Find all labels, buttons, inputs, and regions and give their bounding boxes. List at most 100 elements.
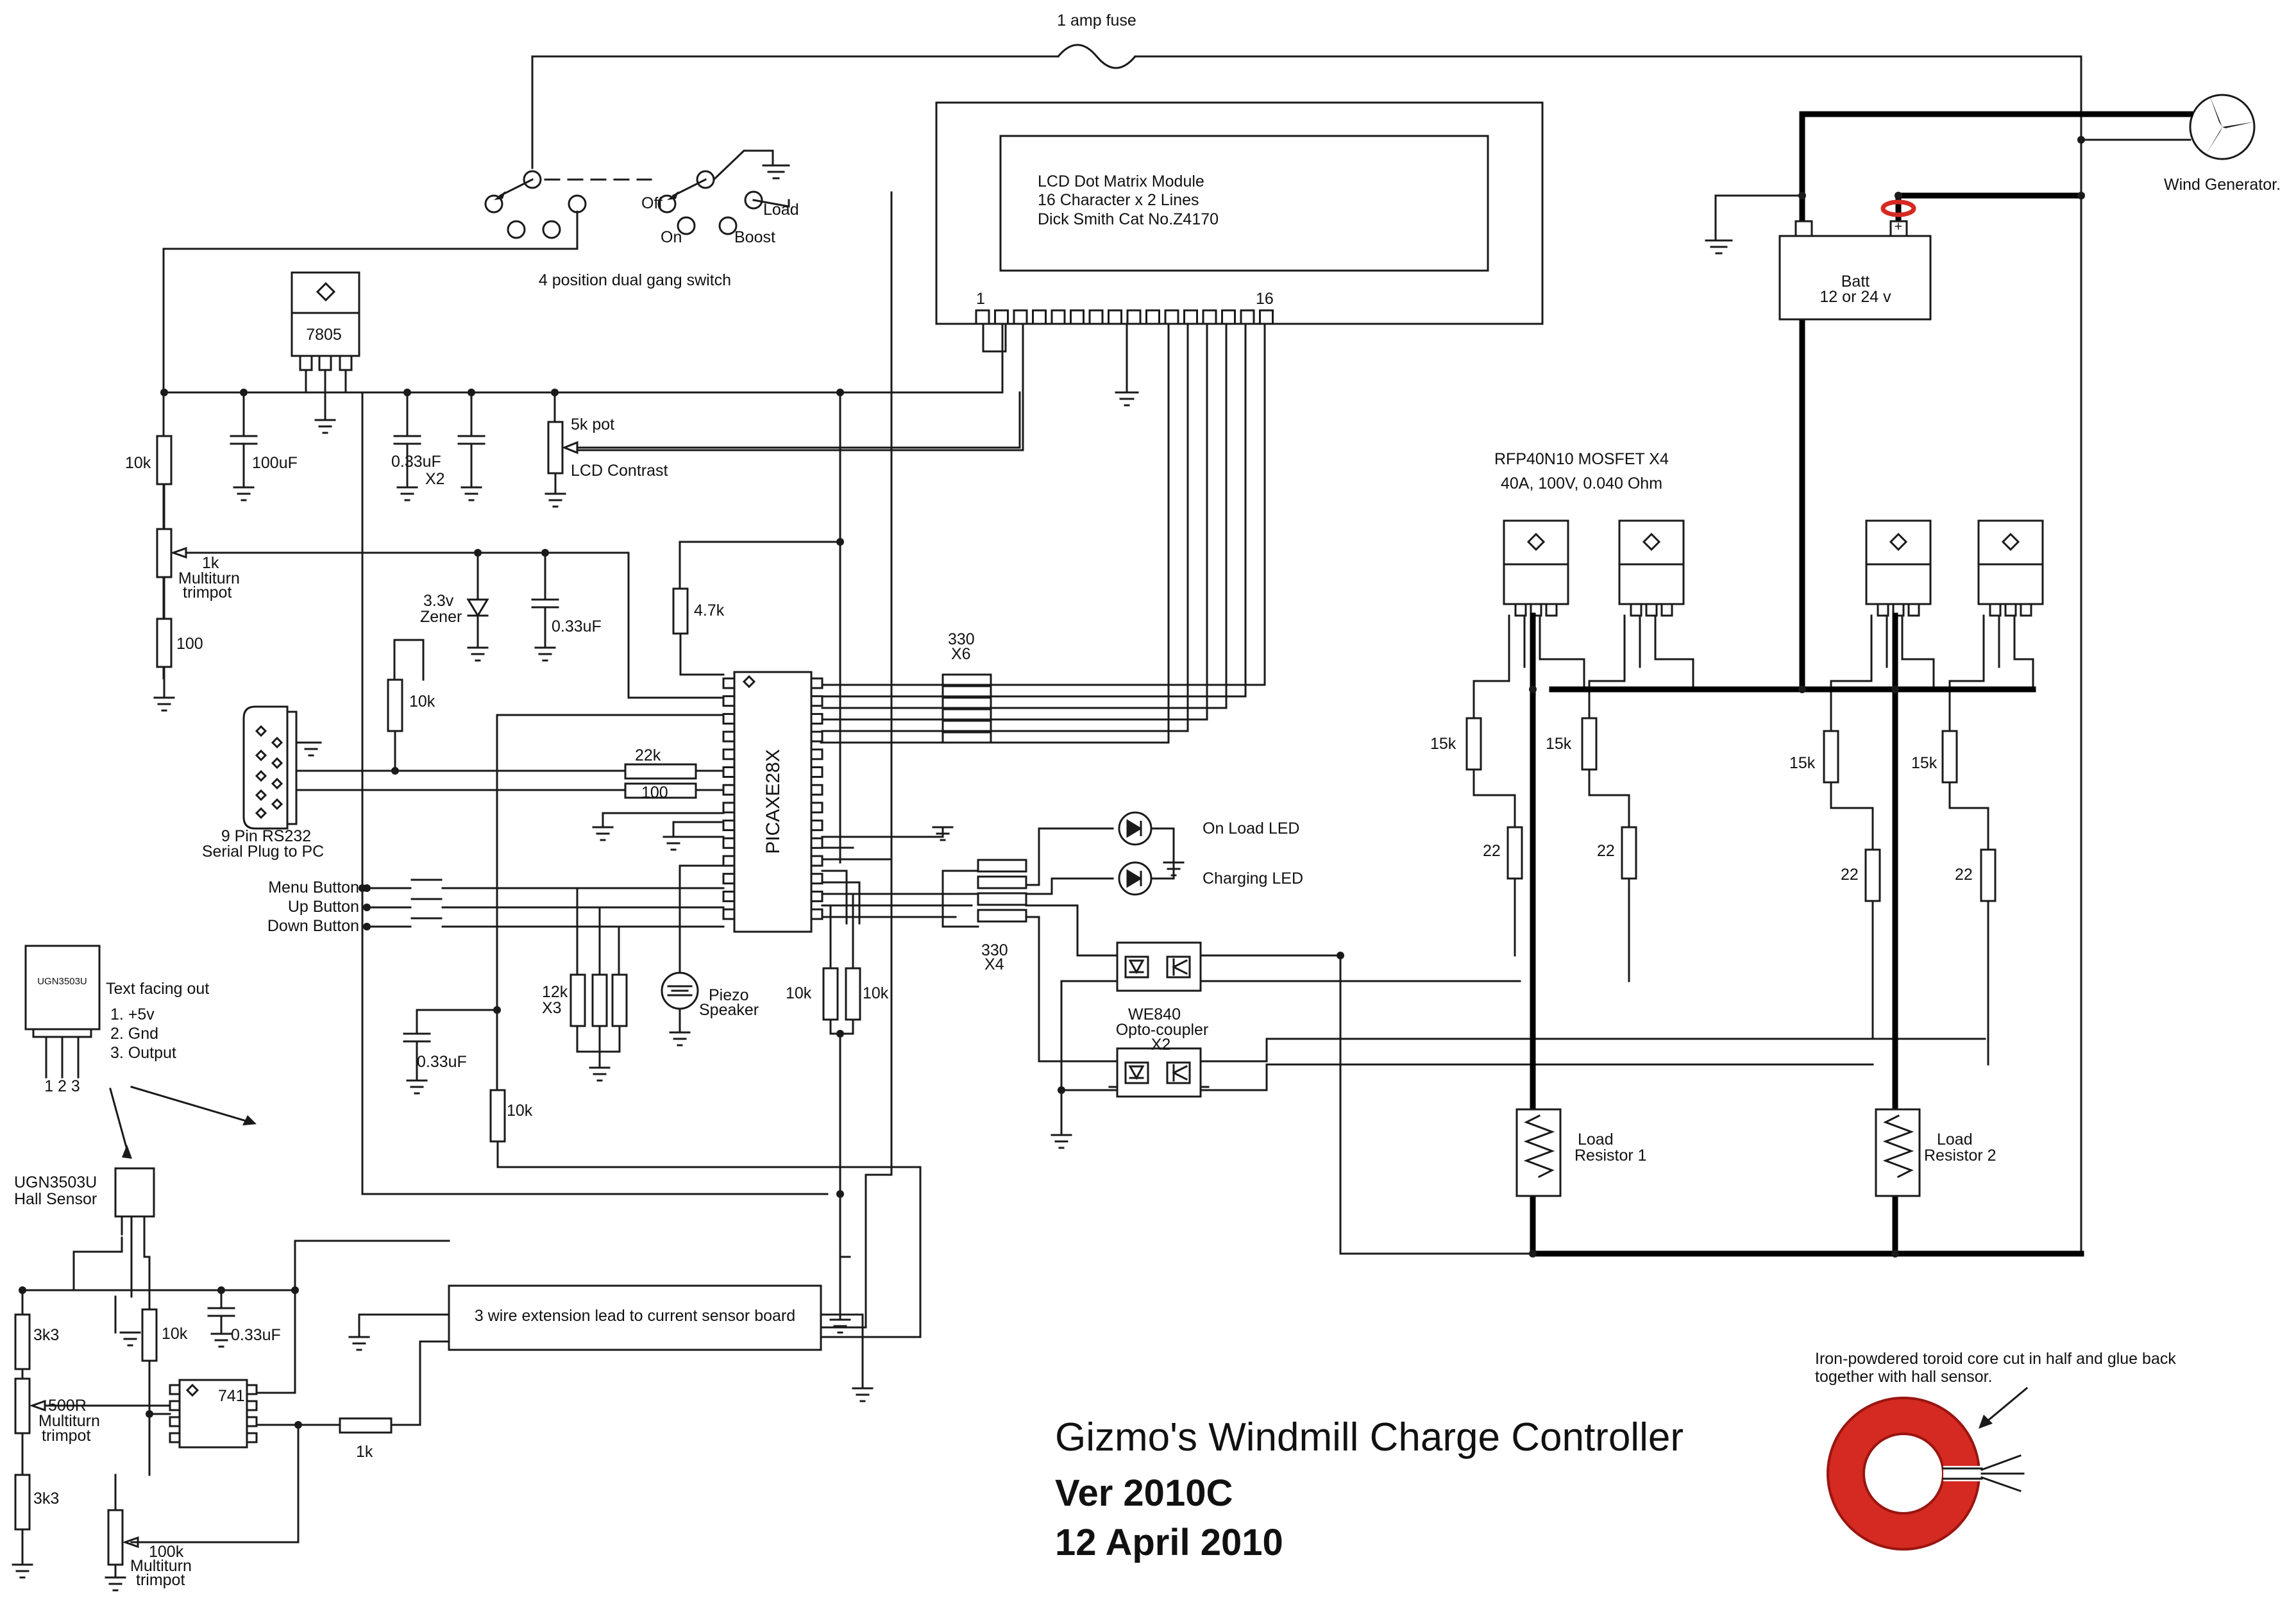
load2-l2: Resistor 2 (1924, 1147, 1996, 1165)
r6-resistor (941, 685, 992, 698)
gate-r15k (1465, 717, 1482, 771)
button-up[interactable]: Up Button (288, 898, 359, 916)
serial-pin-marker (271, 777, 283, 790)
divider-trim-l1: Multiturn (178, 569, 240, 587)
picaxe-pin-left (722, 855, 736, 867)
lcd-module: LCD Dot Matrix Module 16 Character x 2 L… (165, 101, 1544, 744)
gate-r22 (1980, 848, 1996, 902)
serial-pin-marker (255, 789, 267, 802)
gate-r15k-label: 15k (1546, 735, 1572, 753)
r4-resistor (977, 875, 1027, 889)
r4-value: 330 (981, 941, 1008, 959)
lcd-pin (1145, 309, 1160, 325)
junction-dot (836, 1030, 844, 1038)
switch-pos-off: Off (641, 194, 663, 212)
voltage-divider: 10k 1k Multiturn trimpot 100 (125, 391, 725, 712)
extension-lead: 3 wire extension lead to current sensor … (348, 844, 893, 1402)
serial-pin-marker (255, 725, 267, 737)
title-date: 12 April 2010 (1055, 1522, 1283, 1563)
btn-r-value: 12k (542, 983, 568, 1001)
gate-r15k-label: 15k (1789, 754, 1816, 772)
picaxe-pin-right (810, 873, 823, 885)
amp-r3k3-bottom: 3k3 (33, 1490, 59, 1508)
lcd-pin (1126, 309, 1142, 325)
op-amp-section: 3k3 500R Multiturn trimpot 3k3 10k 0.33u… (12, 1236, 450, 1592)
lcd-pin (1221, 309, 1236, 325)
mosfet-tab-hole (1889, 532, 1908, 551)
zener-type: Zener (420, 608, 462, 626)
mosfet-wire (1654, 614, 1694, 691)
lcd-pin (1240, 309, 1255, 325)
junction-dot (1891, 685, 1899, 693)
power-supply: 7805 100uF 0.33uF X2 5k pot LCD Contrast (162, 271, 1021, 508)
r6-count: X6 (951, 645, 971, 663)
picaxe-pin-left (722, 908, 736, 920)
divider-trim-value: 1k (202, 554, 219, 572)
gate-r15k (1941, 730, 1958, 784)
switch: Off Load On Boost 4 position dual gang s… (162, 55, 893, 846)
picaxe-pin-left (722, 712, 736, 725)
r6-resistor (941, 719, 992, 732)
amp-r3k3-top: 3k3 (33, 1326, 59, 1344)
picaxe-pin-left (722, 890, 736, 902)
picaxe-pin-right (810, 784, 823, 796)
mosfet-l1: RFP40N10 MOSFET X4 (1494, 450, 1669, 468)
battery-box (1778, 235, 1932, 321)
amp-trim100k-l2: trimpot (136, 1571, 185, 1589)
cap-033-label: 0.33uF (391, 453, 441, 471)
lower-cap: 0.33uF (417, 1053, 467, 1071)
fuse-label: 1 amp fuse (1057, 12, 1136, 29)
pullup-label: 4.7k (694, 601, 725, 619)
lcd-pin (975, 309, 990, 325)
lcd-pin (1070, 309, 1085, 325)
load2-l1: Load (1937, 1131, 1973, 1148)
picaxe-pin-right (810, 855, 823, 867)
mosfet-wire (2013, 614, 2034, 691)
hall-sensor-info: UGN3503U 1 2 3 Text facing out 1. +5v 2.… (14, 945, 257, 1239)
opto-leads (1108, 1060, 1210, 1088)
lcd-pin (1183, 309, 1198, 325)
amp-trim100k-l1: Multiturn (130, 1557, 192, 1575)
mosfet-pin (2004, 603, 2017, 617)
buttons: Menu Button Up Button Down Button 12k X3 (267, 879, 725, 1082)
lcd-pin (1259, 309, 1274, 325)
button-down[interactable]: Down Button (267, 917, 359, 935)
junction-dot (1798, 685, 1806, 693)
title-version: Ver 2010C (1055, 1472, 1233, 1514)
gate-r15k (1581, 717, 1598, 771)
lcd-pin (1051, 309, 1066, 325)
amp-trim500-l1: Multiturn (38, 1412, 100, 1430)
gate-r15k-label: 15k (1430, 735, 1456, 753)
gate-wire (1473, 768, 1516, 828)
toroid-note-2: together with hall sensor. (1815, 1368, 1993, 1386)
gate-r22-label: 22 (1483, 842, 1501, 860)
picaxe-pin-right (810, 748, 823, 761)
svg-text:+: + (1895, 219, 1902, 234)
gate-r15k-label: 15k (1911, 754, 1937, 772)
r6-resistor (941, 673, 992, 686)
leds: On Load LED Charging LED (1118, 811, 1303, 896)
lcd-line1: LCD Dot Matrix Module (1038, 172, 1204, 190)
junction-dot (160, 389, 168, 396)
button-menu[interactable]: Menu Button (268, 879, 359, 896)
lcd-pin-first: 1 (976, 290, 985, 308)
picaxe-pin-left (722, 837, 736, 849)
hall-name: UGN3503U (14, 1173, 97, 1191)
junction-dot (551, 389, 559, 396)
op-amp-pin-right (246, 1432, 258, 1443)
hall-chip-front (24, 945, 101, 1030)
led-on-load: On Load LED (1203, 820, 1300, 837)
op-amp-pin-right (246, 1400, 258, 1411)
junction-dot (474, 549, 482, 557)
junction-dot (493, 1006, 501, 1014)
opto-count: X2 (1151, 1036, 1171, 1054)
amp-trim500: 500R (48, 1397, 87, 1415)
junction-dot (391, 767, 399, 775)
serial-pin-marker (271, 757, 283, 770)
op-amp-pins (169, 1384, 258, 1443)
picaxe-pin-right (810, 730, 823, 743)
op-amp-pin-left (169, 1384, 181, 1395)
op-amp-pin-left (169, 1400, 181, 1411)
